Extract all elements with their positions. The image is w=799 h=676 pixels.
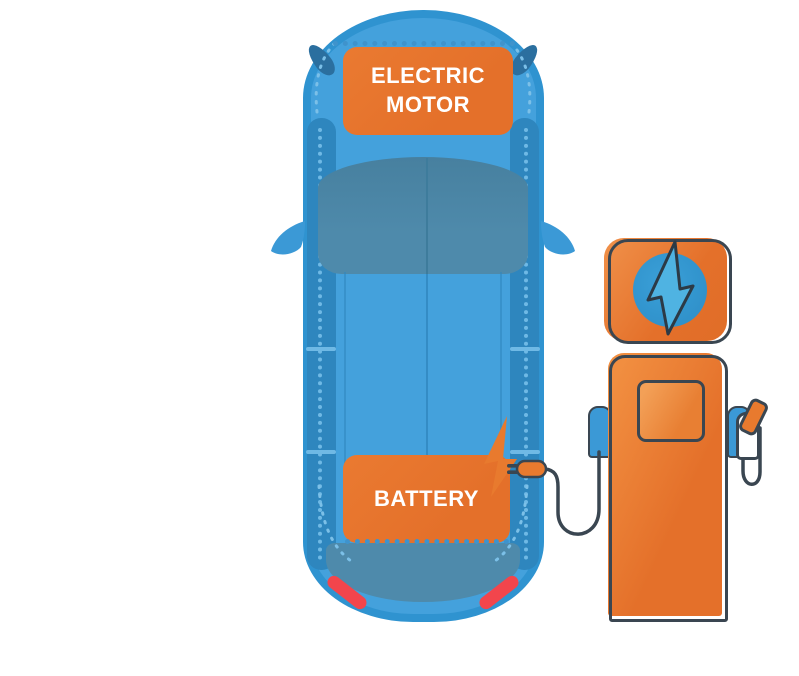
roof-center-seam xyxy=(426,158,428,274)
charging-cable xyxy=(543,450,601,536)
roof-center-seam xyxy=(426,274,428,456)
door-handle-tick xyxy=(510,450,540,454)
battery-label-text: BATTERY xyxy=(374,485,479,511)
electric-motor-label-line1: ELECTRIC xyxy=(371,63,485,89)
charging-station-body-outline xyxy=(609,355,728,622)
car-side-stitch-left xyxy=(318,128,322,560)
door-handle-tick xyxy=(510,347,540,351)
side-mirror-right xyxy=(541,221,575,255)
charging-nozzle xyxy=(737,396,770,438)
roof-pillar-line-left xyxy=(344,272,346,464)
car-side-stitch-right xyxy=(524,128,528,560)
side-mirror-left xyxy=(271,221,305,255)
battery-dotted-trim xyxy=(345,539,509,544)
station-sign-circle xyxy=(633,253,707,327)
battery-label: BATTERY xyxy=(343,455,510,543)
roof-pillar-line-right xyxy=(500,272,502,464)
door-handle-tick xyxy=(306,450,336,454)
windshield xyxy=(318,157,528,274)
door-handle-tick xyxy=(306,347,336,351)
electric-motor-label-line2: MOTOR xyxy=(386,92,470,117)
hood-dotted-trim xyxy=(333,41,515,46)
electric-motor-label: ELECTRIC MOTOR xyxy=(343,47,513,135)
station-screen xyxy=(637,380,705,442)
